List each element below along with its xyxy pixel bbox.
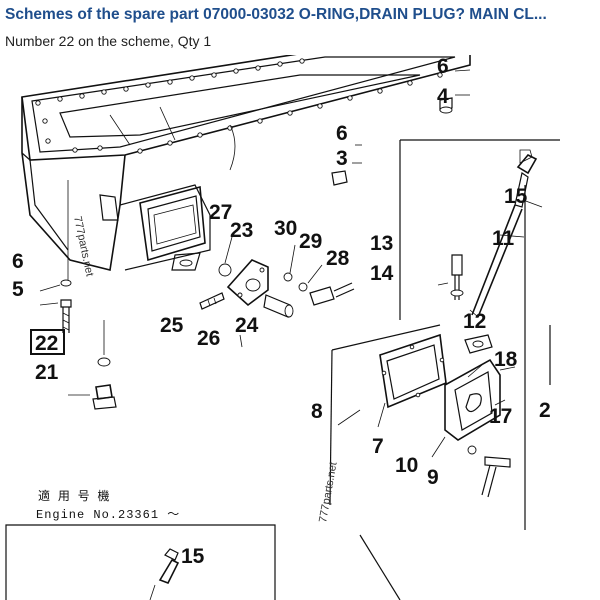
label-15-bottom: 15: [181, 545, 205, 568]
lower-gasket: [329, 324, 447, 506]
label-30: 30: [274, 217, 297, 240]
watermark-pan: 777parts.net: [71, 215, 95, 277]
label-11: 11: [492, 227, 515, 250]
label-3: 3: [336, 147, 348, 170]
label-13: 13: [370, 232, 393, 255]
label-24: 24: [235, 314, 259, 337]
label-27: 27: [209, 201, 232, 224]
label-26: 26: [197, 327, 220, 350]
parts-diagram: 777parts.net: [5, 55, 560, 600]
label-25: 25: [160, 314, 184, 337]
label-29: 29: [299, 230, 322, 253]
label-8: 8: [311, 400, 323, 423]
label-9: 9: [427, 466, 439, 489]
label-6-left: 6: [12, 250, 24, 273]
label-22: 22: [35, 332, 58, 355]
note-applicable: 適 用 号 機: [38, 488, 111, 503]
label-7: 7: [372, 435, 384, 458]
part-subtitle: Number 22 on the scheme, Qty 1: [5, 33, 212, 49]
label-21: 21: [35, 361, 59, 384]
part-labels: 6 4 6 3 15 27 23 30 29 28 13 14 11 6 5 1…: [12, 55, 551, 568]
label-28: 28: [326, 247, 350, 270]
label-17: 17: [489, 405, 512, 428]
lower-left-box: [5, 524, 276, 600]
label-6-mid: 6: [336, 122, 348, 145]
note-engine-number: Engine No.23361 ～: [36, 508, 180, 522]
label-15-right: 15: [504, 185, 528, 208]
label-6-top: 6: [437, 55, 449, 78]
label-23: 23: [230, 219, 253, 242]
label-4: 4: [437, 85, 449, 108]
upper-small-parts: [331, 69, 471, 186]
label-14: 14: [370, 262, 394, 285]
label-12: 12: [463, 310, 486, 333]
watermark-lower: 777parts.net: [317, 461, 339, 523]
right-parts: [399, 139, 560, 530]
left-parts: [39, 279, 117, 410]
middle-fittings: [199, 236, 355, 348]
label-18: 18: [494, 348, 518, 371]
label-2: 2: [539, 399, 551, 422]
label-10: 10: [395, 454, 418, 477]
callout-box-22: [30, 329, 65, 355]
label-5: 5: [12, 278, 24, 301]
page-title: Schemes of the spare part 07000-03032 O-…: [5, 6, 547, 23]
oil-pan: [21, 55, 471, 285]
